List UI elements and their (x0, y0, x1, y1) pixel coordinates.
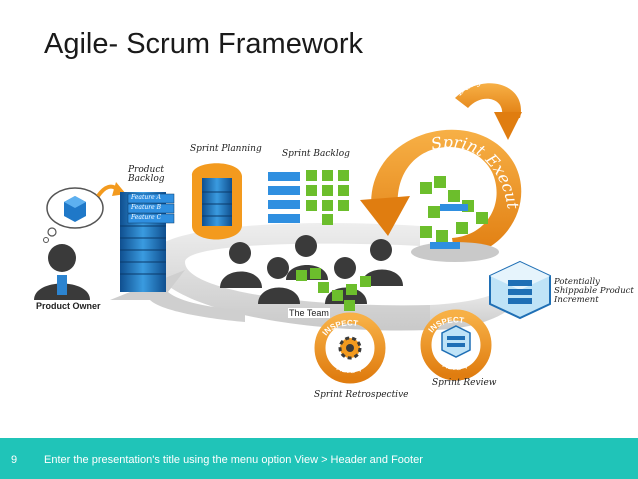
review-adapt-label: ADAPT (441, 360, 469, 372)
team-work-blocks (296, 268, 371, 311)
product-backlog-stack (120, 192, 175, 292)
product-owner-figure (34, 187, 104, 300)
product-backlog-label: Product Backlog (128, 165, 165, 185)
sprint-review-circle (420, 309, 492, 381)
retro-adapt-label: ADAPT (335, 363, 363, 375)
sprint-backlog-grid (268, 170, 349, 225)
sprint-retrospective-circle (314, 312, 386, 384)
sprint-retrospective-label: Sprint Retrospective (314, 390, 409, 400)
product-increment-label: Potentially Shippable Product Increment (554, 277, 634, 305)
page-number: 9 (11, 454, 18, 466)
feature-b-label: Feature B (131, 204, 161, 211)
product-increment-box (489, 260, 551, 320)
feature-c-label: Feature C (131, 214, 162, 221)
sprint-planning-label: Sprint Planning (190, 144, 262, 154)
execution-task-blocks (420, 176, 488, 249)
sprint-review-label: Sprint Review (432, 378, 497, 388)
sprint-backlog-label: Sprint Backlog (282, 149, 350, 159)
footer-text: Enter the presentation's title using the… (44, 454, 423, 466)
footer-bar: 9 Enter the presentation's title using t… (0, 438, 638, 479)
feature-a-label: Feature A (131, 194, 161, 201)
sprint-planning-graphic (191, 163, 242, 240)
slide-title: Agile- Scrum Framework (44, 28, 364, 60)
product-owner-label: Product Owner (36, 301, 101, 311)
the-team-label: The Team (288, 308, 330, 318)
scrum-diagram: Daily Scrum Sprint Execution INSPECT ADA… (34, 83, 551, 384)
